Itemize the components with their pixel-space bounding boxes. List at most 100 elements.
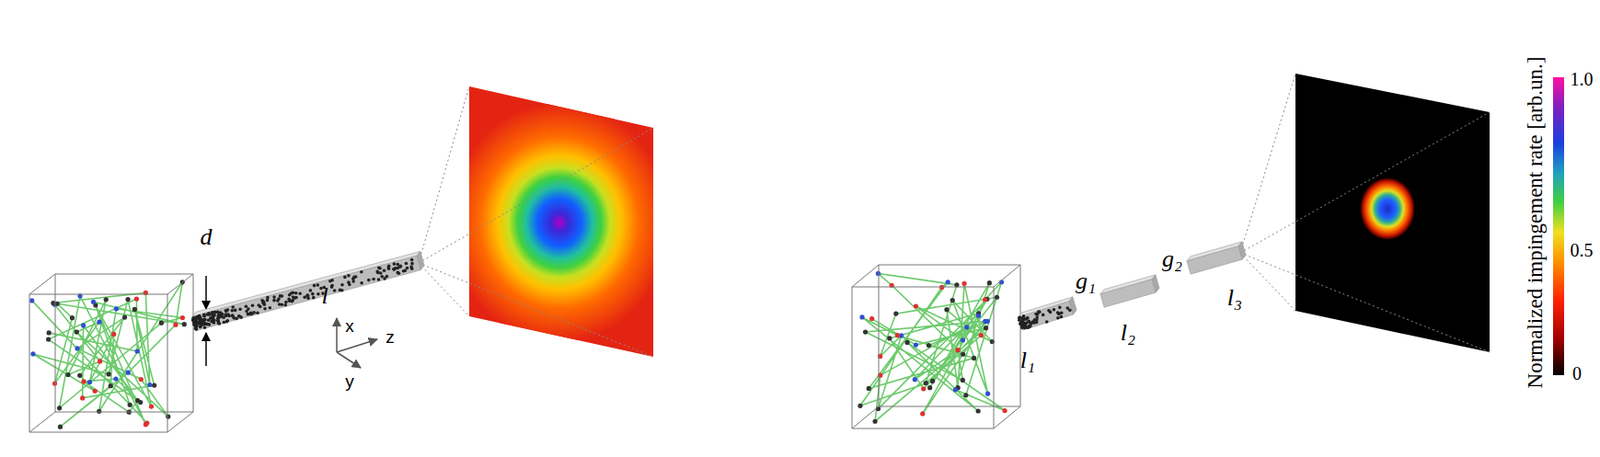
molecule <box>57 425 63 430</box>
molecule <box>869 316 875 322</box>
molecule <box>159 321 164 326</box>
projection-line <box>1240 253 1296 311</box>
molecule <box>926 343 932 348</box>
molecule <box>920 386 926 392</box>
molecule <box>244 305 249 310</box>
molecule <box>198 315 203 320</box>
cube-edge <box>29 294 31 433</box>
tube-side-face <box>1100 279 1156 308</box>
molecule <box>410 258 415 263</box>
molecule <box>113 376 118 381</box>
molecule <box>224 309 229 313</box>
detector-screen <box>1295 73 1490 353</box>
molecule <box>192 322 196 327</box>
colorbar-tick: 0.5 <box>1570 241 1594 260</box>
cube-edge <box>29 274 56 295</box>
molecule <box>230 309 235 313</box>
dimension-arrow <box>205 333 208 367</box>
molecule <box>1026 325 1031 330</box>
molecule <box>391 267 396 272</box>
molecule <box>114 306 119 311</box>
molecule <box>945 279 951 285</box>
molecule <box>343 276 347 280</box>
molecule <box>983 325 989 331</box>
molecule <box>263 307 267 311</box>
tube-side-face <box>1186 246 1243 275</box>
molecule <box>1056 316 1060 321</box>
dimension-label: l₁ <box>1020 348 1036 373</box>
dimension-label: d <box>200 225 213 250</box>
molecule <box>377 277 381 282</box>
molecule <box>192 316 196 321</box>
molecule <box>895 333 900 338</box>
molecule <box>953 387 958 392</box>
molecule <box>212 321 217 325</box>
molecule <box>217 311 221 316</box>
molecule <box>927 385 933 391</box>
molecule <box>1047 309 1051 313</box>
molecule <box>311 296 316 300</box>
molecule <box>976 408 981 414</box>
reservoir-cube <box>29 274 194 433</box>
molecule <box>182 322 187 327</box>
molecule <box>276 299 280 303</box>
molecule <box>298 291 302 296</box>
molecule <box>875 271 881 277</box>
molecule <box>359 281 364 286</box>
molecule <box>950 298 956 303</box>
molecule <box>217 321 221 325</box>
molecule <box>1068 309 1072 313</box>
axis-label: z <box>385 328 395 346</box>
axis-arrow <box>336 352 361 369</box>
dimension-arrow <box>205 276 208 310</box>
molecule <box>127 402 133 408</box>
molecule <box>80 379 86 384</box>
molecule <box>125 297 130 302</box>
molecule <box>272 295 277 300</box>
colorbar-tick: 0 <box>1572 364 1582 383</box>
molecule <box>203 325 208 330</box>
molecule <box>1027 320 1032 324</box>
cube-edge <box>851 287 853 429</box>
cube-edge <box>851 287 994 288</box>
cube-edge <box>29 294 168 296</box>
tube-top-face <box>192 251 421 317</box>
cube-edge <box>55 274 194 276</box>
molecule <box>872 419 877 425</box>
dimension-label: g₁ <box>1075 269 1096 294</box>
molecule <box>290 299 295 304</box>
impingement-spot <box>448 103 670 343</box>
cube-edge <box>167 412 194 433</box>
molecule <box>284 300 288 305</box>
molecule <box>371 277 376 282</box>
molecule <box>359 270 364 275</box>
molecule <box>1022 314 1026 319</box>
molecule <box>913 342 919 347</box>
molecule <box>147 382 152 388</box>
molecule <box>207 318 211 323</box>
molecule <box>251 304 255 309</box>
molecule <box>330 285 334 289</box>
dimension-label: l <box>321 284 328 309</box>
molecule <box>1023 317 1027 322</box>
molecule <box>312 284 317 288</box>
molecule <box>333 288 337 293</box>
projection-line <box>418 263 470 317</box>
molecule <box>1017 316 1022 321</box>
molecule <box>207 322 212 327</box>
tube-segment <box>1100 275 1160 308</box>
colorbar-title: Normalized impingement rate [arb.un.] <box>1524 57 1546 390</box>
molecule <box>920 411 925 416</box>
projection-line <box>1240 112 1490 254</box>
molecule <box>367 278 371 283</box>
molecule <box>46 337 51 343</box>
dimension-label: l₃ <box>1227 286 1243 311</box>
molecule <box>87 379 93 385</box>
molecule <box>29 298 35 303</box>
molecule <box>1001 408 1007 414</box>
molecule <box>863 329 868 334</box>
molecule <box>1052 308 1057 312</box>
molecule <box>866 386 872 392</box>
reservoir-cube <box>851 264 1021 429</box>
